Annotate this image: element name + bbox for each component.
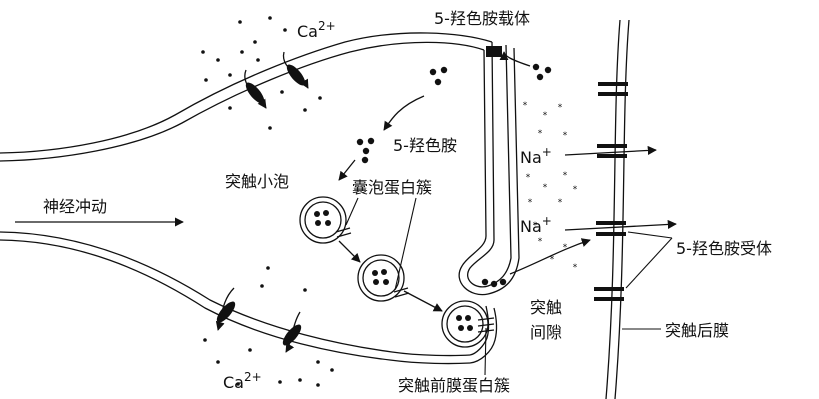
serotonin-label: 5-羟色胺 (393, 136, 457, 155)
postsynaptic-membrane (605, 19, 630, 399)
svg-text:*: * (563, 171, 568, 181)
calcium-label-bottom: Ca2+ (223, 370, 262, 392)
calcium-label-top: Ca2+ (297, 19, 336, 41)
svg-text:*: * (543, 111, 548, 121)
vesicle-protein-label: 囊泡蛋白簇 (352, 178, 432, 197)
svg-text:*: * (538, 237, 543, 247)
sodium-label-top: Na+ (520, 145, 552, 167)
vesicle-path-arrow (338, 51, 591, 312)
synaptic-vesicle (299, 196, 489, 348)
svg-text:*: * (558, 198, 563, 208)
transporter-label: 5-羟色胺载体 (434, 9, 530, 28)
svg-text:*: * (526, 173, 531, 183)
synaptic-cleft-label: 突触 (530, 298, 562, 317)
svg-text:*: * (543, 183, 548, 193)
presynaptic-membrane (0, 32, 520, 365)
sodium-ion: **** **** **** **** (523, 101, 578, 273)
vesicle-content (314, 210, 473, 331)
synaptic-cleft-label-2: 间隙 (530, 323, 562, 342)
presynaptic-protein-label: 突触前膜蛋白簇 (398, 376, 510, 395)
serotonin-transporter (486, 46, 502, 57)
svg-text:*: * (563, 243, 568, 253)
serotonin-receptor (594, 82, 628, 301)
sodium-label-bottom: Na+ (520, 214, 552, 236)
svg-text:*: * (563, 131, 568, 141)
vesicle-label: 突触小泡 (225, 172, 289, 191)
svg-text:*: * (573, 185, 578, 195)
serotonin-molecule (356, 63, 552, 288)
svg-text:*: * (533, 221, 538, 231)
svg-text:*: * (573, 263, 578, 273)
nerve-impulse-label: 神经冲动 (43, 197, 107, 216)
receptor-label: 5-羟色胺受体 (676, 239, 772, 258)
postsynaptic-label: 突触后膜 (665, 321, 729, 340)
sodium-flow-arrow (564, 145, 677, 231)
svg-text:*: * (550, 255, 555, 265)
calcium-channel (216, 64, 306, 346)
label-leader-line (345, 197, 673, 376)
svg-text:*: * (523, 101, 528, 111)
svg-text:*: * (538, 129, 543, 139)
calcium-influx-arrow (215, 51, 309, 353)
svg-text:*: * (528, 198, 533, 208)
calcium-ion (201, 16, 334, 387)
svg-text:*: * (558, 103, 563, 113)
